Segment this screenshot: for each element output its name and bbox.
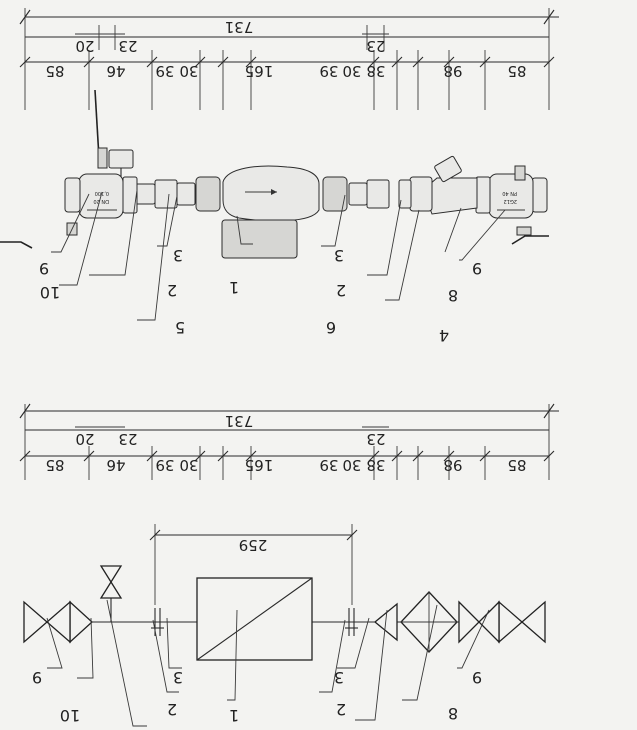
strainer-cap (434, 155, 462, 183)
label-photo-10: 10 (40, 283, 60, 302)
segment-dim-photo-6: 39 (319, 62, 338, 80)
span-dim-schematic: 259 (239, 536, 268, 554)
gate-valve-symbol-b (498, 600, 523, 644)
ball-valve-body-left (488, 173, 534, 219)
upper-dim-photo-1: 20 (75, 37, 94, 55)
label-photo-5: 5 (175, 318, 185, 337)
label-photo-6: 6 (326, 318, 336, 337)
segment-dim-schematic-9: 98 (443, 456, 462, 474)
segment-dim-schematic-2: 46 (106, 456, 125, 474)
label-schematic-9-right: 9 (32, 668, 42, 687)
segment-dim-schematic-5: 165 (245, 456, 274, 474)
segment-dim-photo-5: 165 (245, 62, 274, 80)
upper-dim-photo-3: 23 (366, 37, 385, 55)
valve-stem-left (514, 165, 526, 181)
segment-dim-photo-9: 98 (443, 62, 462, 80)
label-photo-4: 4 (439, 326, 449, 345)
total-dim-photo: 731 (225, 18, 254, 36)
union-left-b (176, 182, 196, 206)
label-photo-2-right: 2 (167, 281, 177, 300)
union-left-a (154, 179, 178, 209)
upper-dim-schematic-3: 23 (366, 430, 385, 448)
vent-valve-symbol-b (99, 565, 123, 584)
gate-valve-symbol-a (521, 600, 546, 644)
label-schematic-3-right: 3 (173, 668, 183, 687)
gate-valve-symbol-c (478, 600, 500, 644)
ball-valve-end-right (64, 177, 81, 213)
svg-text:PN 40: PN 40 (502, 190, 517, 196)
segment-dim-schematic-7: 30 (342, 456, 361, 474)
gate-valve-symbol-d (458, 600, 480, 644)
label-photo-3-left: 3 (334, 246, 344, 265)
gate-valve-symbol-f (23, 600, 48, 644)
segment-dim-photo-1: 85 (45, 62, 64, 80)
union-nut-left (475, 176, 491, 214)
segment-dim-schematic-6: 39 (319, 456, 338, 474)
pump-terminal-box (221, 219, 298, 259)
reducer-symbol-right (69, 600, 93, 644)
union-nut-right (322, 176, 348, 212)
label-schematic-2-left: 2 (336, 700, 346, 719)
valve-nut-left (516, 226, 532, 236)
label-schematic-2-right: 2 (167, 700, 177, 719)
label-photo-9-left: 9 (472, 259, 482, 278)
label-photo-9-right: 9 (39, 259, 49, 278)
label-photo-1: 1 (229, 278, 239, 297)
gate-valve-symbol-e (46, 600, 71, 644)
dimension-block-schematic: 731 20 23 23 85 46 39 30 165 39 30 38 98… (19, 403, 559, 480)
union-right-b (348, 182, 368, 206)
union-nut-left-b (195, 176, 221, 212)
strainer-nipple (409, 176, 433, 212)
tee-fitting (134, 183, 156, 205)
strainer-ring (398, 179, 412, 209)
vent-valve (108, 149, 134, 169)
total-dim-schematic: 731 (225, 412, 254, 430)
union-right-a (366, 179, 390, 209)
label-schematic-9-left: 9 (472, 668, 482, 687)
ball-valve-end-left (531, 177, 548, 213)
label-schematic-10: 10 (60, 706, 80, 725)
label-photo-2-left: 2 (336, 281, 346, 300)
label-schematic-3-left: 3 (334, 668, 344, 687)
label-schematic-8: 8 (448, 704, 458, 723)
upper-dim-schematic-2: 23 (118, 430, 137, 448)
svg-text:DN 20: DN 20 (93, 198, 109, 204)
segment-dim-schematic-4: 30 (179, 456, 198, 474)
dimension-block-photo: 731 20 23 23 85 46 39 30 165 39 30 38 98… (19, 8, 559, 110)
segment-dim-photo-7: 30 (342, 62, 361, 80)
label-photo-8: 8 (448, 286, 458, 305)
segment-dim-schematic-1: 85 (45, 456, 64, 474)
segment-dim-photo-8: 38 (366, 62, 385, 80)
segment-dim-schematic-8: 38 (366, 456, 385, 474)
upper-dim-schematic-1: 20 (75, 430, 94, 448)
vent-handle (97, 147, 108, 169)
upper-dim-photo-2: 23 (118, 37, 137, 55)
assembly-photo: 2G12 PN 40 DN 20 0,100 9 8 4 2 6 3 1 3 2… (0, 89, 549, 345)
segment-dim-photo-4: 30 (179, 62, 198, 80)
label-schematic-1: 1 (229, 706, 239, 725)
svg-text:2G12: 2G12 (504, 198, 517, 204)
segment-dim-schematic-3: 39 (155, 456, 174, 474)
segment-dim-photo-2: 46 (106, 62, 125, 80)
segment-dim-schematic-10: 85 (507, 456, 526, 474)
label-photo-3-right: 3 (173, 246, 183, 265)
union-symbol-left (345, 608, 358, 636)
segment-dim-photo-10: 85 (507, 62, 526, 80)
assembly-schematic: 259 (23, 524, 546, 727)
vent-valve-symbol-a (99, 580, 123, 599)
segment-dim-photo-3: 39 (155, 62, 174, 80)
